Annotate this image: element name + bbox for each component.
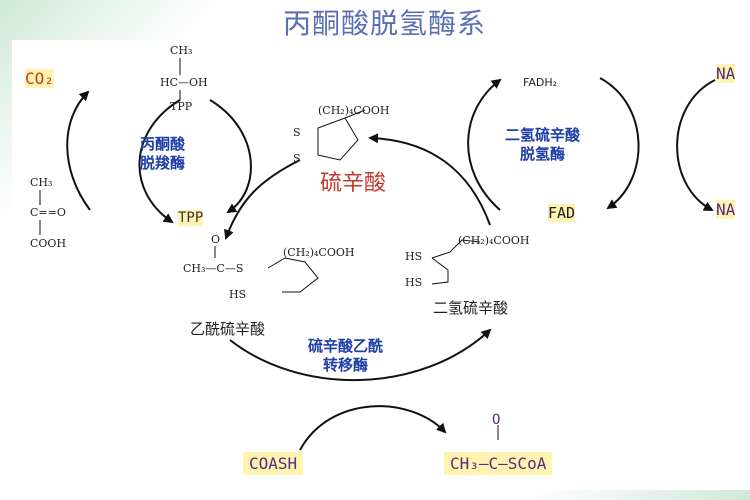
enzyme3-line1: 硫辛酸乙酰 — [308, 337, 384, 355]
arrow-dihydro-to-lipoic — [368, 133, 491, 226]
enzyme2-line1: 二氢硫辛酸 — [505, 126, 581, 144]
enzyme-lipoyl-transacetylase: 硫辛酸乙酰 转移酶 — [308, 337, 383, 375]
arrow-pyruvate-to-tpp — [138, 99, 181, 224]
fadh2-label: FADH₂ — [523, 76, 557, 89]
acetylcoa-label: CH₃—C—SCoA — [444, 452, 553, 475]
dihydro-lipoic-name: 二氢硫辛酸 — [433, 299, 509, 317]
arrow-acetyl-to-dihydro — [229, 328, 492, 381]
lipoic-s1: S — [293, 126, 301, 139]
dihydro-hs2: HS — [405, 276, 423, 289]
enzyme3-line2: 转移酶 — [323, 356, 369, 374]
enzyme1-line2: 脱羧酶 — [140, 154, 186, 172]
acetyl-o: O — [211, 233, 221, 246]
dihydro-chain: (CH₂)₄COOH — [458, 234, 530, 247]
pyruvate-c: C==O — [30, 206, 66, 219]
coash-label: COASH — [243, 452, 304, 475]
dihydro-hs1: HS — [405, 250, 423, 263]
lipoic-s2: S — [293, 152, 301, 165]
na-top-label: NA — [716, 64, 736, 83]
acetyl-lipoic-name: 乙酰硫辛酸 — [190, 320, 266, 338]
lipoic-ring — [317, 117, 359, 161]
hc-oh: HC—OH — [160, 76, 208, 89]
acetyl-ch3-c-s: CH₃—C—S — [183, 262, 244, 275]
arrow-to-co2 — [66, 90, 91, 211]
tpp-top: TPP — [170, 100, 193, 113]
pyruvate-cooh: COOH — [30, 237, 67, 250]
tpp-mid: TPP — [178, 210, 204, 226]
lipoic-acid-label: 硫辛酸 — [320, 171, 387, 196]
acetylcoa-o: O — [492, 412, 501, 428]
arrow-coash-to-acetylcoa — [299, 405, 447, 451]
enzyme-dihydrolipoyl-dehydrogenase: 二氢硫辛酸 脱氢酶 — [505, 126, 580, 164]
enzyme-pyruvate-decarboxylase: 丙酮酸 脱羧酶 — [140, 135, 185, 173]
arrow-tpp-cycle-right — [209, 99, 252, 214]
acetyl-chain: (CH₂)₄COOH — [283, 246, 355, 259]
pyruvate-ch3: CH₃ — [30, 176, 53, 189]
enzyme2-line2: 脱氢酶 — [520, 145, 566, 163]
arrow-lipoic-to-acetyl — [224, 159, 301, 240]
fad-label: FAD — [548, 204, 576, 222]
page-title: 丙酮酸脱氢酶系 — [283, 7, 487, 40]
enzyme1-line1: 丙酮酸 — [140, 135, 186, 153]
slide-body — [12, 40, 750, 490]
arrow-na-cycle — [676, 79, 716, 211]
na-bottom-label: NA — [716, 200, 736, 219]
acetyl-hs: HS — [229, 288, 247, 301]
arrow-fad-return — [599, 77, 640, 210]
ch3-top: CH₃ — [170, 44, 193, 57]
arrow-to-fadh2 — [467, 78, 502, 211]
lipoic-chain: (CH₂)₄COOH — [318, 104, 390, 117]
co2-label: CO₂ — [25, 69, 54, 88]
